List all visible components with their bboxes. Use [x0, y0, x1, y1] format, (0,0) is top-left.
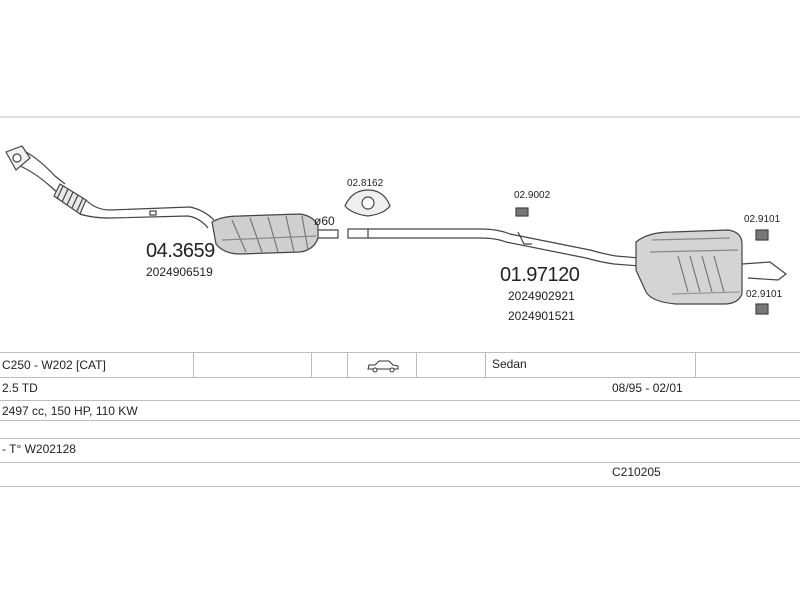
vehicle-spec: 2497 cc, 150 HP, 110 KW: [2, 404, 138, 418]
table-divider: [347, 352, 348, 377]
exhaust-diagram: 04.3659 2024906519 ø60 02.8162 01.97120 …: [0, 116, 800, 323]
rear-pipe-drawing[interactable]: [344, 189, 787, 315]
table-line: [0, 486, 800, 487]
vehicle-ref: C210205: [612, 465, 661, 479]
vehicle-body: Sedan: [492, 357, 527, 371]
table-line: [0, 420, 800, 421]
vehicle-years: 08/95 - 02/01: [612, 381, 683, 395]
table-divider: [193, 352, 194, 377]
pipe-diameter-label: ø60: [314, 214, 335, 228]
vehicle-engine: 2.5 TD: [2, 381, 38, 395]
table-divider: [695, 352, 696, 377]
vehicle-type: - T° W202128: [2, 442, 76, 456]
center-hanger-icon: [515, 207, 529, 217]
front-pipe-drawing[interactable]: [5, 145, 339, 255]
gasket-code: 02.8162: [347, 178, 384, 189]
table-line: [0, 400, 800, 401]
table-line: [0, 377, 800, 378]
rear-pipe-code: 01.97120: [500, 264, 580, 286]
exhaust-system-drawing: [0, 116, 800, 315]
rear-pipe-oem-2: 2024901521: [508, 309, 575, 323]
table-line: [0, 438, 800, 439]
rear-muffler-icon: [635, 229, 743, 305]
rear-top-hanger-code: 02.9101: [744, 214, 781, 225]
table-line: [0, 352, 800, 353]
rear-top-hanger-icon: [755, 229, 769, 241]
sedan-car-icon: [367, 360, 399, 373]
table-line: [0, 462, 800, 463]
vehicle-model: C250 - W202 [CAT]: [2, 358, 106, 372]
front-pipe-code: 04.3659: [146, 240, 215, 262]
rear-pipe-oem-1: 2024902921: [508, 289, 575, 303]
front-pipe-oem: 2024906519: [146, 265, 213, 279]
table-divider: [485, 352, 486, 377]
rear-bottom-hanger-code: 02.9101: [746, 289, 783, 300]
table-divider: [416, 352, 417, 377]
table-divider: [311, 352, 312, 377]
center-hanger-code: 02.9002: [514, 190, 551, 201]
rear-bottom-hanger-icon: [755, 303, 769, 315]
